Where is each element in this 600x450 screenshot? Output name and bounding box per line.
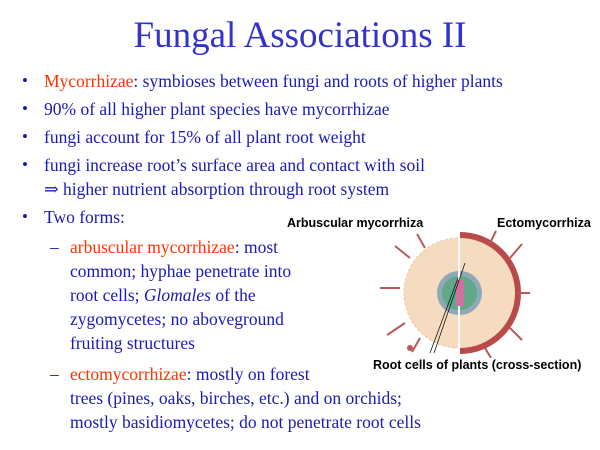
slide-title: Fungal Associations II <box>133 15 467 56</box>
bullet-90-percent: 90% of all higher plant species have myc… <box>44 99 390 119</box>
root-cross-section-illustration <box>380 230 530 358</box>
term-glomales: Glomales <box>143 285 211 305</box>
figure-label-arbuscular: Arbuscular mycorrhiza <box>287 216 424 230</box>
sub-text: fruiting structures <box>70 333 195 353</box>
bullet-dot: • <box>22 71 28 90</box>
sub-text: mostly basidiomycetes; do not penetrate … <box>70 412 421 432</box>
sub-ecto: ectomycorrhizae: mostly on forest <box>70 364 310 384</box>
figure-caption: Root cells of plants (cross-section) <box>373 358 582 372</box>
sub-text: trees (pines, oaks, birches, etc.) and o… <box>70 388 402 408</box>
figure-label-ecto: Ectomycorrhiza <box>497 216 591 230</box>
sub-text: of the <box>210 285 256 305</box>
bullet-text: : symbioses between fungi and roots of h… <box>133 71 503 91</box>
sub-dash: – <box>50 237 59 257</box>
sub-text: root cells; <box>70 285 144 305</box>
sub-arbuscular: arbuscular mycorrhizae: most <box>70 237 278 257</box>
sub-dash: – <box>50 364 59 384</box>
bullet-surface-area: fungi increase root’s surface area and c… <box>44 155 425 175</box>
bullet-dot: • <box>22 155 28 174</box>
term-mycorrhizae: Mycorrhizae <box>44 71 134 91</box>
sub-text: : mostly on forest <box>186 364 310 384</box>
term-ectomycorrhizae: ectomycorrhizae <box>70 364 187 384</box>
sub-text: : most <box>234 237 278 257</box>
bullet-dot: • <box>22 207 28 226</box>
sub-text: common; hyphae penetrate into <box>70 261 292 281</box>
sub-text: root cells; Glomales of the <box>70 285 256 305</box>
bullet-root-weight: fungi account for 15% of all plant root … <box>44 127 366 147</box>
sub-text: zygomycetes; no aboveground <box>70 309 284 329</box>
bullet-two-forms: Two forms: <box>44 207 125 227</box>
bullet-dot: • <box>22 99 28 118</box>
bullet-mycorrhizae: Mycorrhizae: symbioses between fungi and… <box>44 71 503 91</box>
bullet-dot: • <box>22 127 28 146</box>
ecto-half <box>460 230 530 358</box>
bullet-surface-area-cont: ⇒ higher nutrient absorption through roo… <box>44 179 390 199</box>
term-arbuscular: arbuscular mycorrhizae <box>70 237 235 257</box>
arbuscular-half <box>380 233 458 353</box>
